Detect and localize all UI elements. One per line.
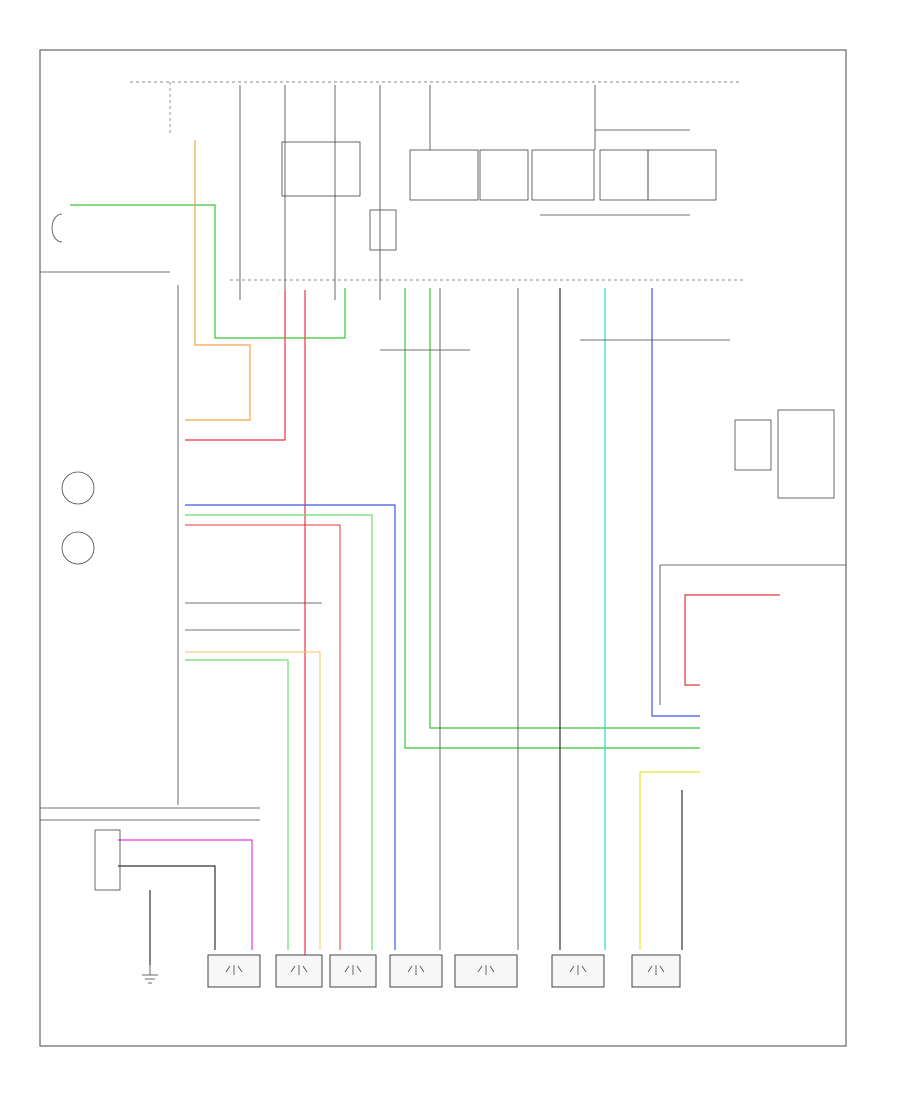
wire-orange [185, 140, 251, 421]
component-blower-relay [207, 954, 261, 988]
component-symbol [477, 965, 495, 975]
component-ac-compressor [389, 954, 443, 988]
wire-pink-2 [185, 524, 341, 950]
wire-blue [185, 288, 700, 950]
wire-green-top [70, 204, 346, 339]
wire-red [185, 290, 306, 955]
wire-light-green [185, 288, 700, 950]
component-temp-actuator-right [551, 954, 605, 988]
diagram-frame [39, 49, 847, 1047]
component-symbol [225, 965, 243, 975]
left-switch-column [40, 213, 260, 821]
top-relays [239, 85, 717, 300]
component-symbol [290, 965, 308, 975]
bottom-components [207, 954, 681, 988]
component-ambient-sensor [631, 954, 681, 988]
component-lower-mode-door [275, 954, 323, 988]
wires-black [118, 288, 730, 965]
component-symbol [344, 965, 362, 975]
component-symbol [407, 965, 425, 975]
wire-red-right [684, 594, 780, 686]
component-recirc-door [329, 954, 377, 988]
component-symbol [569, 965, 587, 975]
wire-yellow [185, 651, 700, 950]
component-temp-actuator-left [454, 954, 518, 988]
blower-motor-control [94, 829, 121, 891]
ground-icon [142, 965, 158, 984]
wire-pink [118, 839, 253, 950]
component-symbol [647, 965, 665, 975]
right-side-modules [659, 409, 846, 705]
